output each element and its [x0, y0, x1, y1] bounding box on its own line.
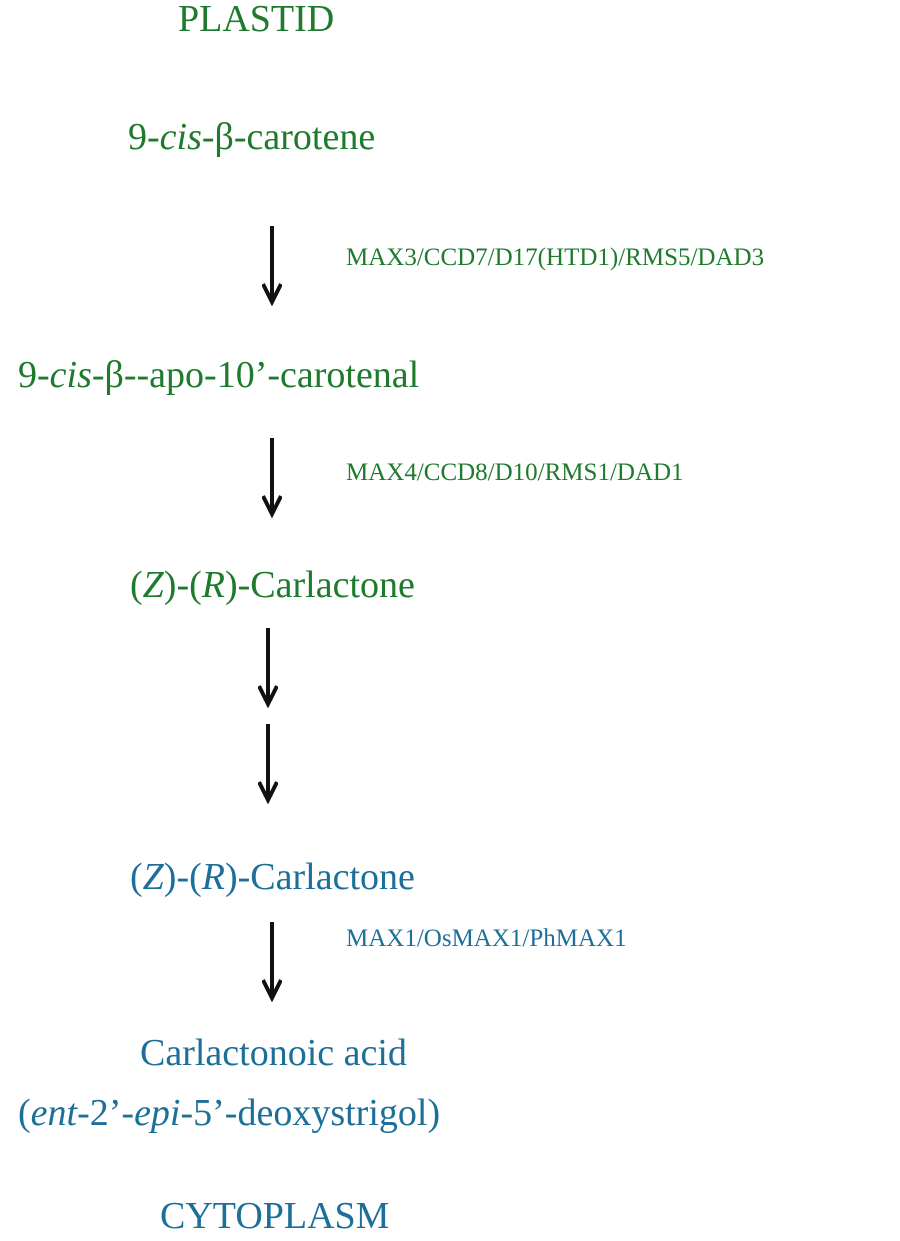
clc-p1: ( — [130, 856, 143, 898]
plastid-label: PLASTID — [178, 0, 335, 40]
ds-epi: epi — [134, 1092, 181, 1134]
compound-carotenal: 9-cis-β--apo-10’-carotenal — [18, 356, 419, 394]
ds-ent: ent — [30, 1092, 78, 1134]
cl-p3: )-Carlactone — [224, 564, 415, 606]
compound-carotene: 9-cis-β-carotene — [128, 118, 375, 156]
compound-carlactone-plastid: (Z)-(R)-Carlactone — [130, 566, 415, 604]
reaction-arrow-2 — [262, 438, 282, 518]
clc-p3: )-Carlactone — [224, 856, 415, 898]
carotene-cis: cis — [159, 116, 202, 158]
carotenal-cis: cis — [49, 354, 92, 396]
clc-r: R — [201, 856, 225, 898]
ds-p1: ( — [18, 1092, 31, 1134]
transport-arrow-2 — [258, 724, 278, 804]
compound-deoxystrigol: (ent-2’-epi-5’-deoxystrigol) — [18, 1094, 440, 1132]
cl-z: Z — [142, 564, 164, 606]
transport-arrow-1 — [258, 628, 278, 708]
clc-p2: )-( — [163, 856, 202, 898]
carotenal-prefix: 9- — [18, 354, 50, 396]
cytoplasm-label: CYTOPLASM — [160, 1195, 390, 1237]
enzyme-step2: MAX4/CCD8/D10/RMS1/DAD1 — [346, 459, 684, 486]
compound-carlactone-cytoplasm: (Z)-(R)-Carlactone — [130, 858, 415, 896]
ds-p3: -5’-deoxystrigol) — [180, 1092, 441, 1134]
enzyme-step1: MAX3/CCD7/D17(HTD1)/RMS5/DAD3 — [346, 244, 765, 271]
reaction-arrow-1 — [262, 226, 282, 306]
enzyme-step3: MAX1/OsMAX1/PhMAX1 — [346, 925, 627, 952]
carotenal-suffix: -β--apo-10’-carotenal — [91, 354, 420, 396]
ds-p2: -2’- — [77, 1092, 135, 1134]
carotene-prefix: 9- — [128, 116, 160, 158]
cl-r: R — [201, 564, 225, 606]
compound-carlactonoic-acid: Carlactonoic acid — [140, 1032, 407, 1074]
cl-p2: )-( — [163, 564, 202, 606]
clc-z: Z — [142, 856, 164, 898]
reaction-arrow-3 — [262, 922, 282, 1002]
cl-p1: ( — [130, 564, 143, 606]
carotene-suffix: -β-carotene — [201, 116, 376, 158]
